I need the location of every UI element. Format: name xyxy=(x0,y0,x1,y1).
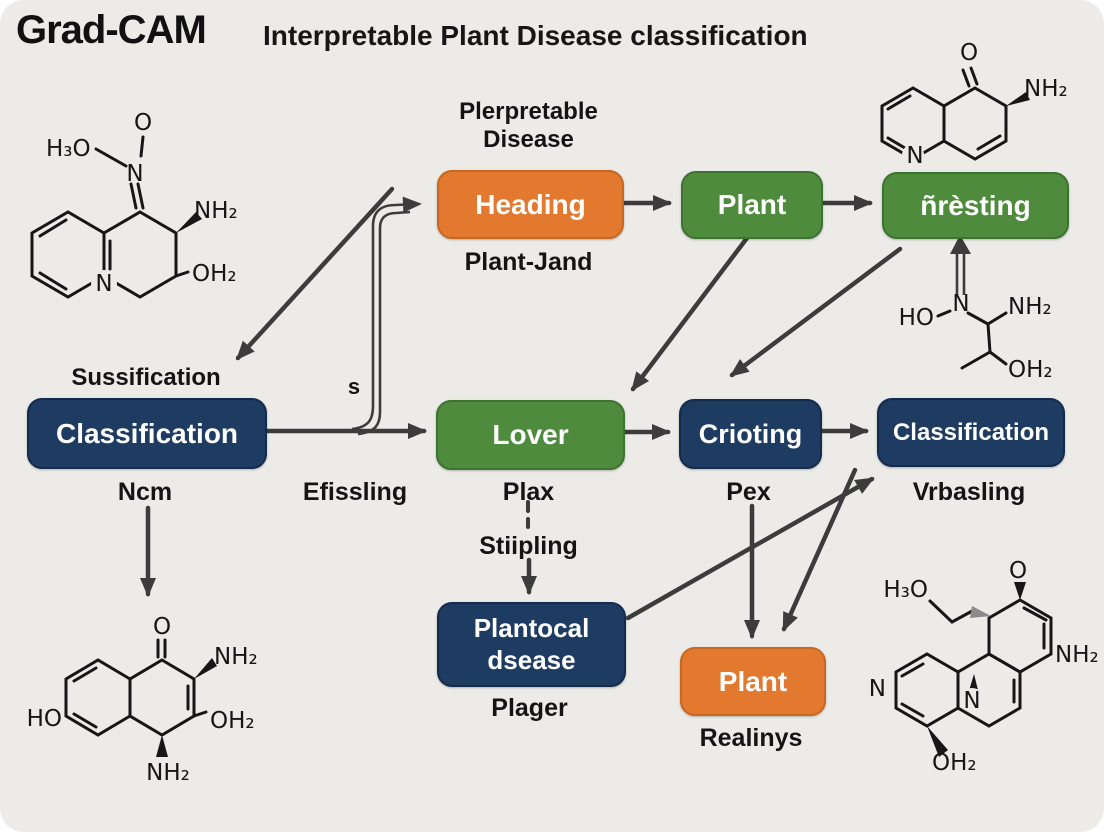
node-heading: Heading xyxy=(437,170,624,239)
atom-label: N xyxy=(95,271,112,297)
atom-label: O xyxy=(134,110,152,136)
node-crioting: Crioting xyxy=(679,399,822,469)
caption-vrbasling: Vrbasling xyxy=(912,478,1026,506)
arrow-plantocal-to-classright xyxy=(625,476,875,621)
node-classification-left: Classification xyxy=(27,398,267,469)
atom-label: OH₂ xyxy=(192,261,237,287)
caption-stiipling: Stiipling xyxy=(479,532,578,560)
page-title: Interpretable Plant Disease classificati… xyxy=(263,20,808,51)
caption-pex: Pex xyxy=(726,478,771,506)
arrow-classright-to-plantbottom xyxy=(781,467,858,632)
atom-label: N xyxy=(869,676,886,702)
atom-label: NH₂ xyxy=(146,760,190,786)
atom-label: O xyxy=(960,40,978,66)
node-plant-top: Plant xyxy=(681,171,823,239)
arrow-heading-to-classleft xyxy=(235,186,395,361)
atom-label: NH₂ xyxy=(1024,76,1068,102)
atom-label: NH₂ xyxy=(1008,294,1052,320)
atom-label: OH₂ xyxy=(932,750,977,776)
node-classification-right: Classification xyxy=(877,398,1065,467)
caption-efissling: Efissling xyxy=(302,478,408,506)
arrow-plant-to-lover-diag xyxy=(630,235,750,392)
atom-label: NH₂ xyxy=(1055,642,1099,668)
caption-plerpretable-disease: Plerpretable Disease xyxy=(459,98,598,154)
molecule-top-right: O NH₂ N xyxy=(880,40,1068,169)
caption-s-connector: s xyxy=(347,374,361,399)
caption-plant-jand: Plant-Jand xyxy=(464,248,593,276)
atom-label: OH₂ xyxy=(1008,357,1053,383)
atom-label: H₃O xyxy=(46,136,91,162)
node-plantocal-dsease: Plantocal dsease xyxy=(437,602,626,687)
atom-label: N xyxy=(963,688,980,714)
atom-label: OH₂ xyxy=(210,708,255,734)
atom-label: NH₂ xyxy=(214,644,258,670)
caption-realinys: Realinys xyxy=(699,724,803,752)
atom-label: N xyxy=(952,291,969,317)
molecule-bottom-left: O NH₂ OH₂ NH₂ HO xyxy=(27,614,258,786)
atom-label: O xyxy=(1009,558,1027,584)
caption-plager: Plager xyxy=(491,694,568,722)
node-lover: Lover xyxy=(436,400,625,470)
molecule-top-left: H₃O O N NH₂ OH₂ N xyxy=(30,110,238,299)
atom-label: HO xyxy=(899,305,934,331)
pipe-classleft-to-heading xyxy=(351,196,422,436)
atom-label: N xyxy=(906,143,923,169)
arrow-firesting-to-crioting-diag xyxy=(729,246,903,378)
node-firesting: ñrèsting xyxy=(882,172,1069,239)
atom-label: NH₂ xyxy=(194,198,238,224)
flow-arrows xyxy=(140,186,903,639)
caption-sussification: Sussification xyxy=(71,364,221,391)
molecule-bottom-right: H₃O O NH₂ N N OH₂ xyxy=(869,558,1099,776)
brand-title: Grad-CAM xyxy=(16,8,207,52)
atom-label: H₃O xyxy=(883,577,928,603)
atom-label: O xyxy=(153,614,171,640)
molecule-mid-right: HO N NH₂ OH₂ xyxy=(899,291,1053,383)
arrow-molecule-to-firesting xyxy=(950,235,971,295)
atom-label: N xyxy=(126,161,143,187)
node-plant-bottom: Plant xyxy=(680,647,826,716)
caption-ncm: Ncm xyxy=(117,478,173,506)
atom-label: HO xyxy=(27,706,62,732)
caption-plax: Plax xyxy=(502,478,555,506)
